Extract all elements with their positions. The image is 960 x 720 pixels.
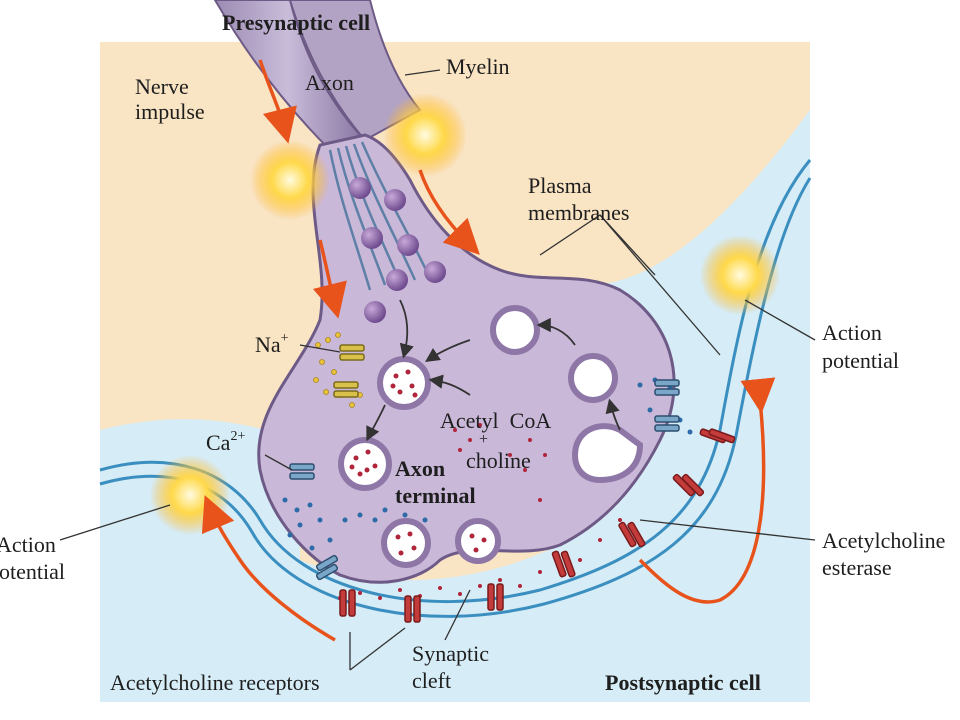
acetylcholinesterase-label-line1: Acetylcholine [822,528,946,553]
acetyl-coa-label: Acetyl CoA [440,408,552,433]
microtubules [328,141,432,291]
synaptic-cleft-label-line1: Synaptic [412,641,489,666]
leader-lines [59,69,816,671]
plasma-membranes-label-line2: membranes [528,200,630,225]
axon-terminal-label-line1: Axon [395,456,446,481]
calcium-label: Ca2+ [206,429,246,455]
ach-molecules-in-vesicles [349,369,487,556]
action-potential-right-line1: Action [822,320,882,345]
docking-vesicle-right [571,423,644,484]
sodium-ions [313,332,363,408]
acetylcholinesterase-label-line2: esterase [822,555,892,580]
postsynaptic-membrane [99,159,812,618]
sodium-channels [333,344,365,398]
nerve-impulse-arrows [201,59,776,642]
ach-receptors [339,428,736,623]
plasma-membranes-label-line1: Plasma [528,173,592,198]
action-potential-right-line2: potential [822,348,899,373]
synaptic-cleft-label-line2: cleft [412,668,452,693]
nerve-impulse-label-line1: Nerve [135,74,189,99]
recycling-vesicles [490,305,618,403]
action-potential-left-line2: potential [0,559,65,584]
plus-label: + [479,431,489,448]
myelin-label: Myelin [446,54,510,79]
synaptic-vesicles-transport [349,177,446,323]
sodium-label: Na+ [255,331,289,357]
choline-label: choline [466,448,531,473]
ach-vesicles [338,356,501,568]
axon-terminal-label-line2: terminal [395,483,476,508]
calcium-channels [289,379,680,581]
ach-molecules-cleft [338,423,622,600]
process-arrows [366,299,621,442]
presynaptic-cell-label: Presynaptic cell [222,10,371,35]
nerve-impulse-label-line2: impulse [135,99,205,124]
postsynaptic-cell-label: Postsynaptic cell [605,670,761,695]
axon-label: Axon [305,70,354,95]
ach-receptors-label: Acetylcholine receptors [110,670,320,695]
action-potential-left-line1: Action [0,532,56,557]
calcium-ions [282,377,693,563]
